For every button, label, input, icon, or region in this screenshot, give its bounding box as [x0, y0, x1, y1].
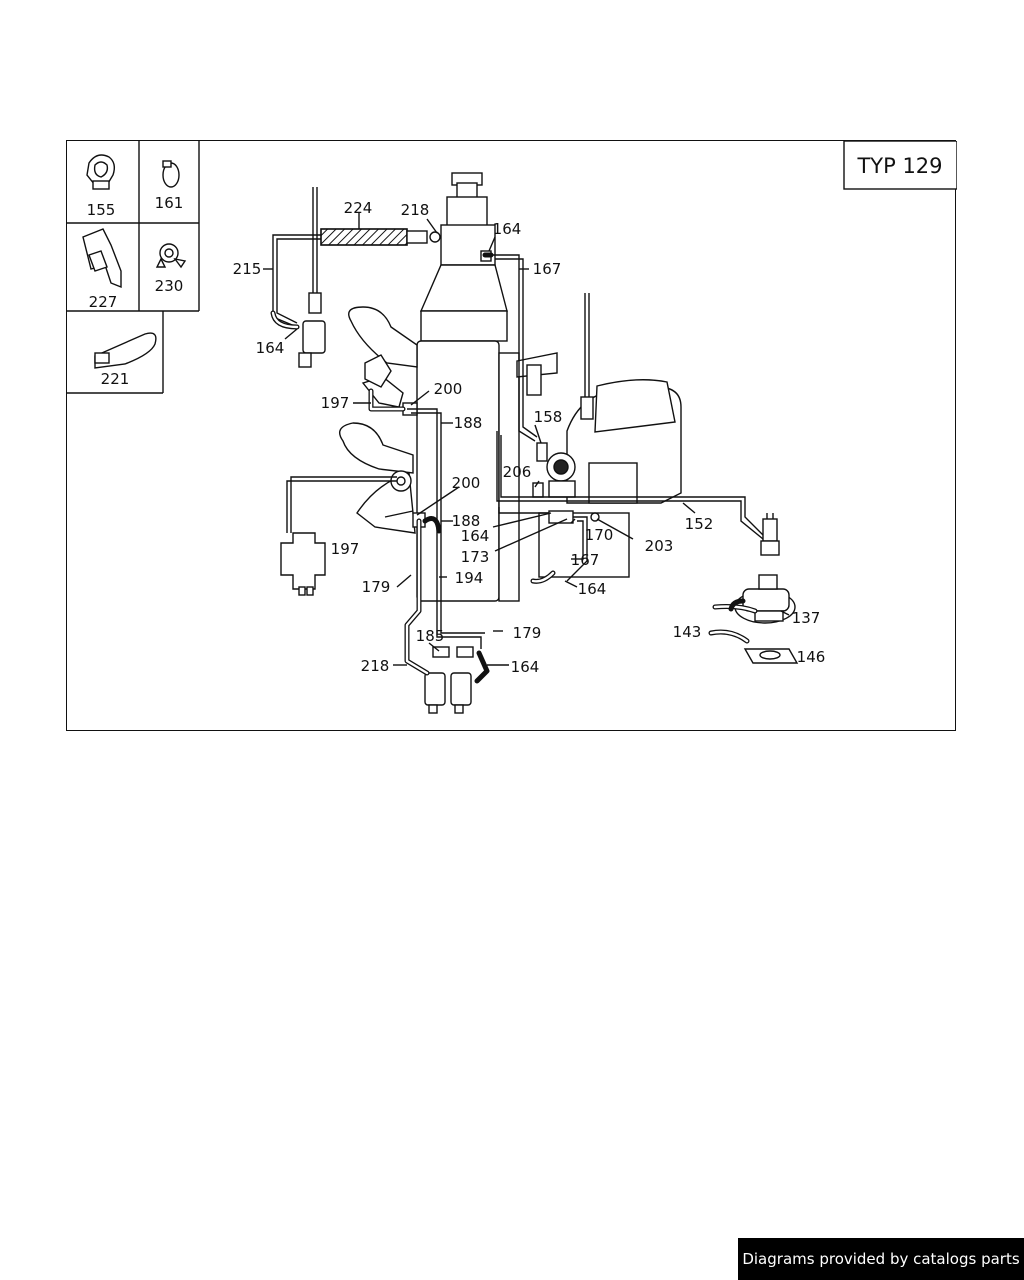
clip-155-icon [86, 154, 116, 190]
inset-label-230: 230 [155, 277, 184, 295]
type-label-box: TYP 129 [843, 141, 957, 190]
callout-158: 158 [534, 408, 563, 426]
callout-194: 194 [455, 569, 484, 587]
callout-146: 146 [797, 648, 826, 666]
type-label: TYP 129 [856, 154, 942, 178]
inset-label-227: 227 [89, 293, 118, 311]
engine-assembly [339, 172, 682, 602]
inset-label-161: 161 [155, 194, 184, 212]
callout-197-lower: 197 [331, 540, 360, 558]
hose-clamp-230-icon [155, 243, 187, 269]
vacuum-line-diagram: TYP 129 155 161 227 230 [67, 141, 957, 714]
callout-164-top: 164 [493, 220, 522, 238]
callout-164-right: 164 [578, 580, 607, 598]
callout-164-left: 164 [256, 339, 285, 357]
callout-179-left: 179 [362, 578, 391, 596]
callout-218-bottom: 218 [361, 657, 390, 675]
callout-185: 185 [416, 627, 445, 645]
leader-lines [263, 213, 790, 666]
callout-188-upper: 188 [454, 414, 483, 432]
callout-137: 137 [792, 609, 821, 627]
inset-label-155: 155 [87, 201, 116, 219]
callout-173: 173 [461, 548, 490, 566]
callout-188-lower: 188 [452, 512, 481, 530]
callout-200-lower: 200 [452, 474, 481, 492]
hatched-hose-224 [320, 228, 408, 246]
cable-tie-221-icon [94, 332, 157, 369]
callout-164-mid: 164 [461, 527, 490, 545]
parts-diagram-frame: TYP 129 155 161 227 230 [66, 140, 957, 731]
callout-152: 152 [685, 515, 714, 533]
callout-203: 203 [645, 537, 674, 555]
callout-224: 224 [344, 199, 373, 217]
components [280, 187, 799, 714]
inset-label-221: 221 [101, 370, 130, 388]
callout-170: 170 [585, 526, 614, 544]
callout-197-upper: 197 [321, 394, 350, 412]
callout-215: 215 [233, 260, 262, 278]
callout-164-bottom: 164 [511, 658, 540, 676]
diagram-credit-badge: Diagrams provided by catalogs parts [738, 1238, 1024, 1280]
callout-206: 206 [503, 463, 532, 481]
vacuum-hoses [270, 234, 764, 684]
callout-labels: 224 218 164 167 215 164 197 200 188 158 … [233, 199, 826, 676]
holder-227-icon [82, 228, 122, 289]
callout-143: 143 [673, 623, 702, 641]
inset-parts-grid: 155 161 227 230 221 [67, 141, 200, 394]
callout-167-top: 167 [533, 260, 562, 278]
callout-179-right: 179 [513, 624, 542, 642]
callout-218-top: 218 [401, 201, 430, 219]
callout-200-upper: 200 [434, 380, 463, 398]
hose-clamp-161-icon [162, 160, 180, 188]
callout-167-lower: 167 [571, 551, 600, 569]
